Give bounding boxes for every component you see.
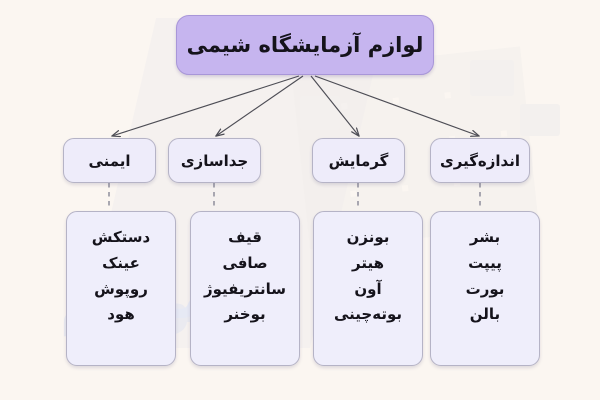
item-list-safety[interactable]: دستکش عینک روپوش هود (66, 211, 176, 366)
list-item: صافی (222, 253, 268, 272)
arrow-root-to-measurement (314, 75, 479, 136)
arrow-root-to-safety (112, 75, 300, 136)
list-item: هیتر (352, 253, 384, 272)
list-item: بونزن (346, 228, 390, 246)
category-node-separation[interactable]: جداسازی (168, 138, 261, 183)
item-list-measurement[interactable]: بشر پیپت بورت بالن (430, 211, 540, 366)
list-item: پیپت (468, 253, 502, 272)
root-node[interactable]: لوازم آزمایشگاه شیمی (176, 15, 434, 75)
list-item: بوخنر (224, 305, 266, 324)
list-item: بوته‌چینی (334, 305, 402, 324)
category-node-heating[interactable]: گرمایش (312, 138, 405, 183)
list-item: هود (107, 305, 135, 324)
list-item: بالن (469, 305, 501, 324)
list-item: قیف (228, 228, 262, 246)
list-item: سانتریفیوژ (203, 279, 287, 298)
item-list-heating[interactable]: بونزن هیتر آون بوته‌چینی (313, 211, 423, 366)
list-item: بورت (465, 279, 505, 298)
category-node-measurement[interactable]: اندازه‌گیری (430, 138, 530, 183)
watermark-block (300, 96, 340, 130)
list-item: آون (354, 279, 382, 298)
list-item: بشر (469, 228, 501, 246)
arrow-root-to-separation (216, 75, 304, 136)
item-list-separation[interactable]: قیف صافی سانتریفیوژ بوخنر (190, 211, 300, 366)
arrow-root-to-heating (310, 75, 359, 136)
list-item: دستکش (91, 228, 151, 246)
list-item: عینک (102, 253, 140, 272)
list-item: روپوش (94, 279, 148, 298)
category-node-safety[interactable]: ایمنی (63, 138, 156, 183)
watermark-block (520, 104, 560, 136)
watermark-block (470, 60, 514, 96)
